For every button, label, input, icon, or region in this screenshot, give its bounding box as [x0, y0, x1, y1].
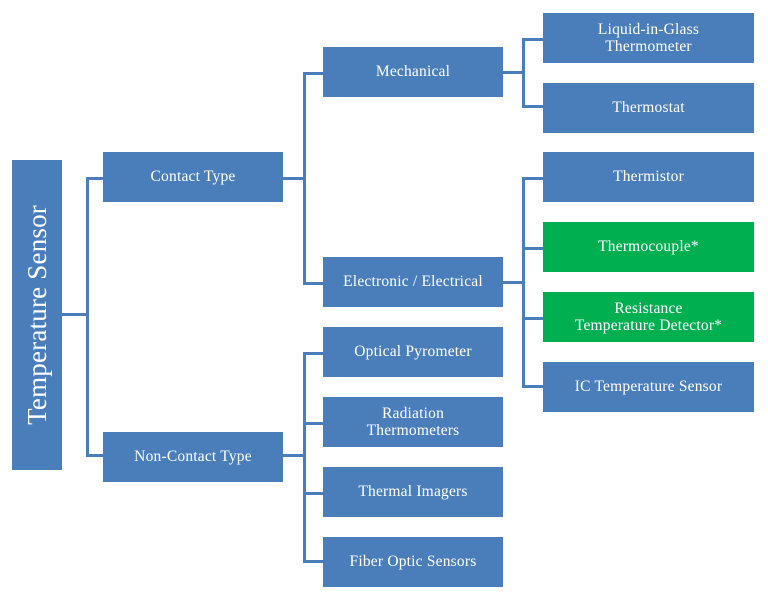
connector-electronic-to-rtd — [522, 317, 545, 320]
connector-contact-stub — [283, 177, 306, 180]
node-ic-temperature-sensor[interactable]: IC Temperature Sensor — [543, 362, 754, 412]
node-electronic-electrical-label: Electronic / Electrical — [343, 273, 483, 291]
connector-noncontact-to-fiber — [303, 560, 325, 563]
connector-electronic-to-thermistor — [522, 177, 545, 180]
connector-mechanical-spine — [522, 38, 525, 108]
node-radiation-thermometers-label: Radiation Thermometers — [367, 405, 460, 440]
connector-root-to-noncontact — [86, 454, 106, 457]
connector-noncontact-stub — [283, 454, 306, 457]
connector-electronic-spine — [522, 177, 525, 388]
connector-electronic-stub — [503, 281, 525, 284]
connector-noncontact-to-thermal — [303, 492, 325, 495]
node-radiation-thermometers-line1: Radiation — [381, 404, 445, 422]
node-mechanical[interactable]: Mechanical — [323, 47, 503, 97]
connector-root-stub — [62, 313, 89, 316]
node-resistance-temperature-detector-label: Resistance Temperature Detector* — [575, 300, 722, 335]
connector-contact-to-electronic — [303, 282, 325, 285]
node-non-contact-type-label: Non-Contact Type — [134, 448, 252, 466]
node-non-contact-type[interactable]: Non-Contact Type — [103, 432, 283, 482]
node-thermostat[interactable]: Thermostat — [543, 83, 754, 133]
node-thermal-imagers-label: Thermal Imagers — [358, 483, 468, 501]
node-resistance-temperature-detector[interactable]: Resistance Temperature Detector* — [543, 292, 754, 342]
node-ic-temperature-sensor-label: IC Temperature Sensor — [574, 378, 723, 396]
node-thermocouple[interactable]: Thermocouple* — [543, 222, 754, 272]
node-electronic-electrical[interactable]: Electronic / Electrical — [323, 257, 503, 307]
node-thermistor-label: Thermistor — [613, 168, 684, 186]
node-liquid-in-glass-thermometer[interactable]: Liquid-in-Glass Thermometer — [543, 13, 754, 63]
node-contact-type-label: Contact Type — [150, 168, 236, 186]
connector-root-spine — [86, 177, 89, 457]
connector-root-to-contact — [86, 177, 106, 180]
node-fiber-optic-sensors[interactable]: Fiber Optic Sensors — [323, 537, 503, 587]
node-thermostat-label: Thermostat — [612, 99, 685, 117]
node-liquid-in-glass-thermometer-label: Liquid-in-Glass Thermometer — [598, 21, 699, 56]
node-thermistor[interactable]: Thermistor — [543, 152, 754, 202]
connector-contact-to-mechanical — [303, 72, 325, 75]
node-thermocouple-label: Thermocouple* — [598, 238, 699, 256]
root-node-temperature-sensor[interactable]: Temperature Sensor — [12, 160, 62, 470]
connector-noncontact-to-radiation — [303, 422, 325, 425]
node-liquid-in-glass-line1: Liquid-in-Glass — [597, 20, 700, 38]
connector-contact-spine — [303, 72, 306, 285]
connector-noncontact-spine — [303, 352, 306, 563]
node-optical-pyrometer-label: Optical Pyrometer — [354, 343, 472, 361]
node-radiation-thermometers-line2: Thermometers — [366, 422, 460, 439]
root-node-label: Temperature Sensor — [21, 205, 52, 425]
node-liquid-in-glass-line2: Thermometer — [605, 38, 692, 55]
node-mechanical-label: Mechanical — [375, 63, 451, 81]
connector-mechanical-stub — [503, 71, 525, 74]
node-optical-pyrometer[interactable]: Optical Pyrometer — [323, 327, 503, 377]
node-thermal-imagers[interactable]: Thermal Imagers — [323, 467, 503, 517]
node-fiber-optic-sensors-label: Fiber Optic Sensors — [349, 553, 477, 571]
node-contact-type[interactable]: Contact Type — [103, 152, 283, 202]
node-radiation-thermometers[interactable]: Radiation Thermometers — [323, 397, 503, 447]
node-rtd-line2: Temperature Detector* — [574, 317, 723, 334]
connector-electronic-to-thermocouple — [522, 247, 545, 250]
connector-mechanical-to-thermostat — [522, 105, 545, 108]
connector-mechanical-to-liquid — [522, 38, 545, 41]
connector-electronic-to-ic — [522, 385, 545, 388]
connector-noncontact-to-optical — [303, 352, 325, 355]
node-rtd-line1: Resistance — [614, 299, 683, 317]
